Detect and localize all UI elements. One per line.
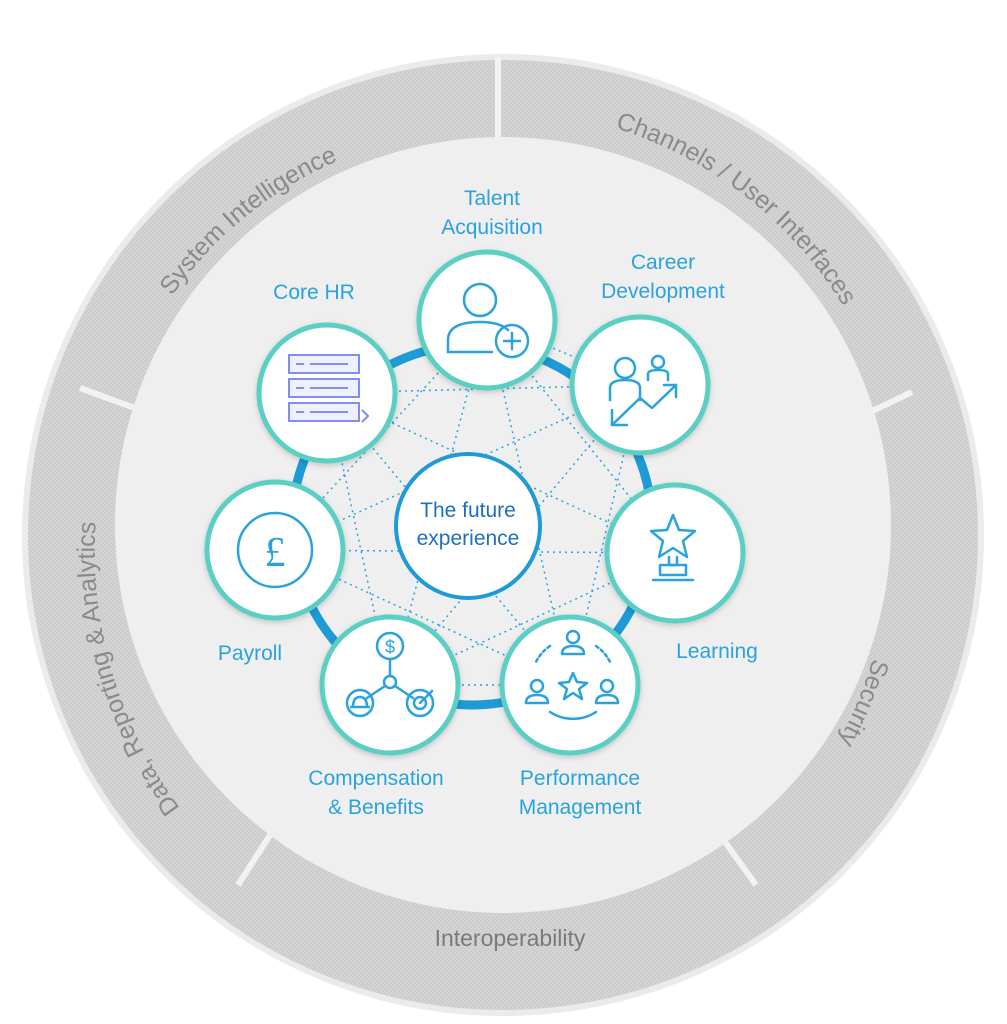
svg-text:£: £ [265,530,286,576]
person-add-icon [446,282,530,359]
label-talent-line2: Acquisition [441,216,543,239]
server-stack-icon [288,354,370,423]
label-learning: Learning [676,640,758,663]
node-talent-acquisition[interactable] [416,249,558,391]
label-talent-line1: Talent [464,187,520,210]
label-performance-line2: Management [519,796,642,819]
label-career-line2: Development [601,280,725,303]
node-career-development[interactable] [569,314,711,456]
label-career-line1: Career [631,251,695,274]
star-trophy-icon [649,513,697,582]
growth-arrow-icon [608,354,678,427]
svg-text:$: $ [385,637,395,657]
label-performance-line1: Performance [520,767,640,790]
center-text-line1: The future [420,499,516,522]
team-star-icon [524,629,620,721]
label-compensation-line1: Compensation [308,767,443,790]
label-corehr: Core HR [273,281,355,304]
label-payroll: Payroll [218,642,282,665]
dollar-network-icon: $ [345,631,435,718]
node-compensation-benefits[interactable]: $ [319,614,461,756]
label-compensation-line2: & Benefits [328,796,424,819]
node-performance-management[interactable] [499,614,641,756]
node-payroll[interactable]: £ [204,479,346,621]
node-core-hr[interactable] [256,322,398,464]
ring-label-interoperability: Interoperability [435,925,586,951]
center-text-line2: experience [417,527,520,550]
node-learning[interactable] [604,482,746,624]
pound-coin-icon: £ [236,511,314,589]
center-node: The future experience [394,452,542,600]
